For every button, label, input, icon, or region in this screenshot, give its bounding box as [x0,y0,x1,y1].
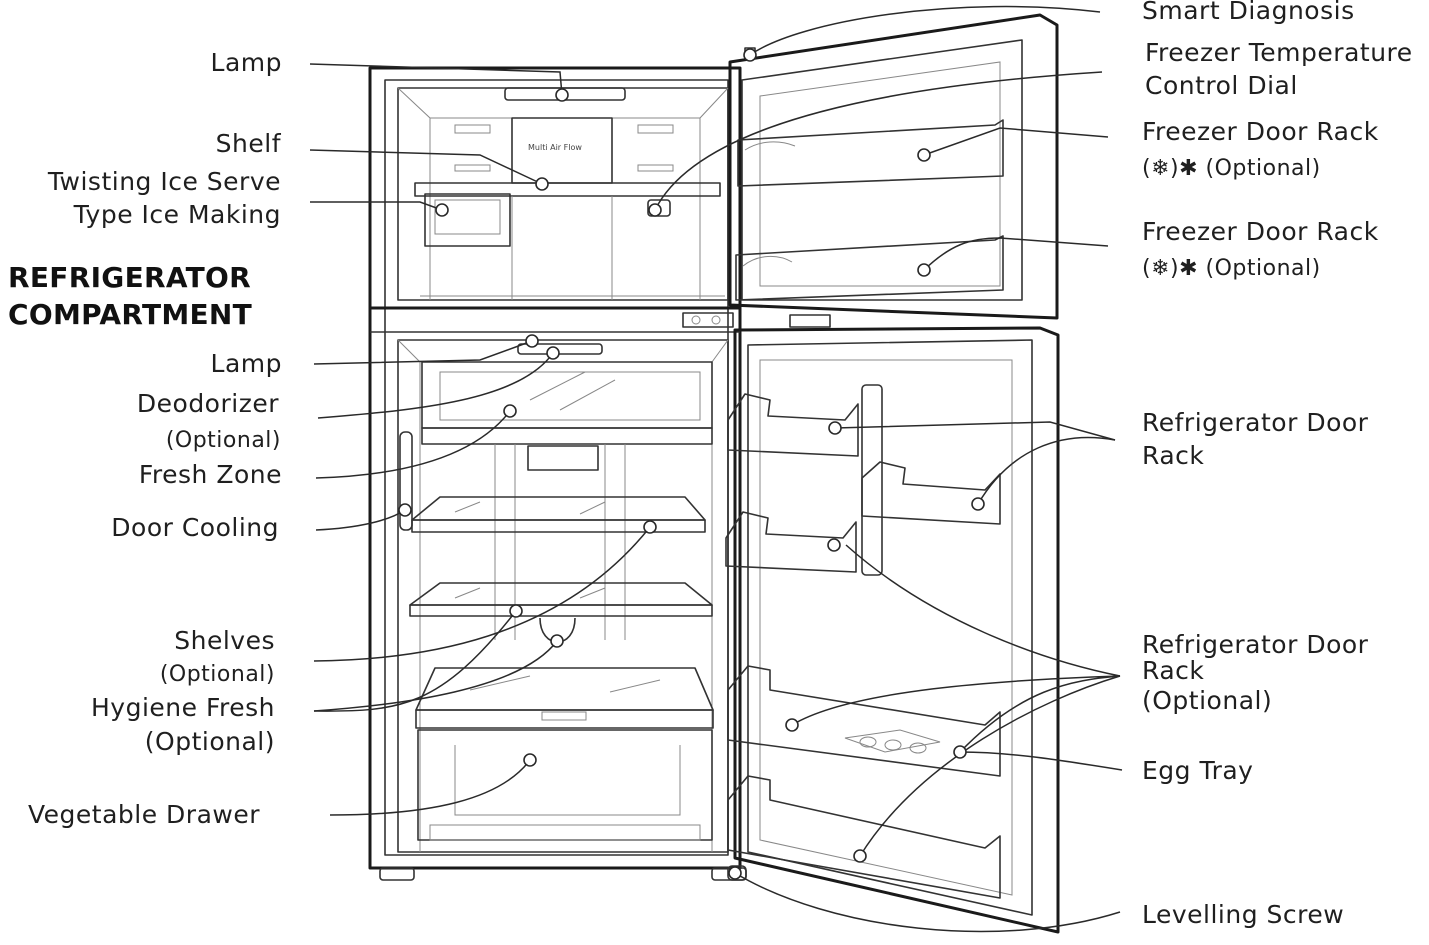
upper-shelf [411,496,706,521]
label-shelves: Shelves [174,626,275,655]
freezer-compartment: Multi Air Flow [397,87,729,301]
label-levelling-screw: Levelling Screw [1142,900,1345,929]
door-cooling-vent [399,431,413,531]
freezer-shelf [414,182,721,197]
label-shelves-optional: (Optional) [159,662,275,687]
label-fridge-rack-line1: Refrigerator Door [1142,408,1369,437]
label-egg-tray: Egg Tray [1142,756,1254,785]
freezer-door [728,13,1059,320]
label-fridge-rack-opt-line3: (Optional) [1142,686,1273,715]
freezer-dial [647,199,671,217]
fridge-door-rack-upper-left [727,393,859,457]
label-door-cooling: Door Cooling [111,513,279,542]
label-freezer-rack-1: Freezer Door Rack [1142,117,1379,146]
label-freezer-rack-2: Freezer Door Rack [1142,217,1379,246]
fridge-door-rack-lower [727,665,1001,777]
section-heading-line2: COMPARTMENT [8,298,253,331]
label-smart-diagnosis: Smart Diagnosis [1142,0,1355,25]
label-freezer-dial-line1: Freezer Temperature [1145,38,1413,67]
label-freezer-rack-2-optional: (❄)✱ (Optional) [1142,256,1321,281]
fridge-door-rack-bottom [727,775,1001,899]
fridge-door-rack-middle-left [725,511,857,573]
label-hygiene-fresh: Hygiene Fresh [90,693,275,722]
label-freezer-rack-1-optional: (❄)✱ (Optional) [1142,156,1321,181]
label-deodorizer: Deodorizer [136,389,279,418]
label-fresh-zone: Fresh Zone [138,460,282,489]
label-fridge-rack-line2: Rack [1142,441,1205,470]
label-lamp-fridge: Lamp [210,349,282,378]
label-twisting-ice-line1: Twisting Ice Serve [47,167,281,196]
label-freezer-dial-line2: Control Dial [1145,71,1298,100]
leader-lines [309,5,1123,933]
label-shelf: Shelf [215,129,281,158]
label-lamp-freezer: Lamp [210,48,282,77]
label-twisting-ice-line2: Type Ice Making [73,200,281,229]
lower-shelf [409,582,713,606]
label-deodorizer-optional: (Optional) [165,428,281,453]
multi-air-flow-text: Multi Air Flow [528,143,582,152]
label-vegetable-drawer: Vegetable Drawer [28,800,261,829]
callout-dots [398,48,985,880]
fridge-lamp [517,343,603,355]
label-hygiene-optional: (Optional) [144,727,275,756]
middle-hinge [682,312,831,328]
egg-tray [844,729,941,753]
refrigerator-cabinet [368,66,747,881]
freezer-door-rack-lower [735,235,1004,301]
refrigerator-door [725,326,1060,934]
section-heading-line1: REFRIGERATOR [8,261,252,294]
label-fridge-rack-opt-line2: Rack [1142,656,1205,685]
vegetable-drawer [417,729,713,841]
freezer-door-rack-upper [737,119,1004,187]
label-fridge-rack-opt-line1: Refrigerator Door [1142,630,1369,659]
ice-maker [424,193,511,247]
crisper-cover [415,667,714,711]
door-divider [861,384,883,576]
levelling-screw [727,865,747,881]
fridge-door-rack-upper-right [861,461,1001,525]
refrigerator-compartment [397,339,729,853]
